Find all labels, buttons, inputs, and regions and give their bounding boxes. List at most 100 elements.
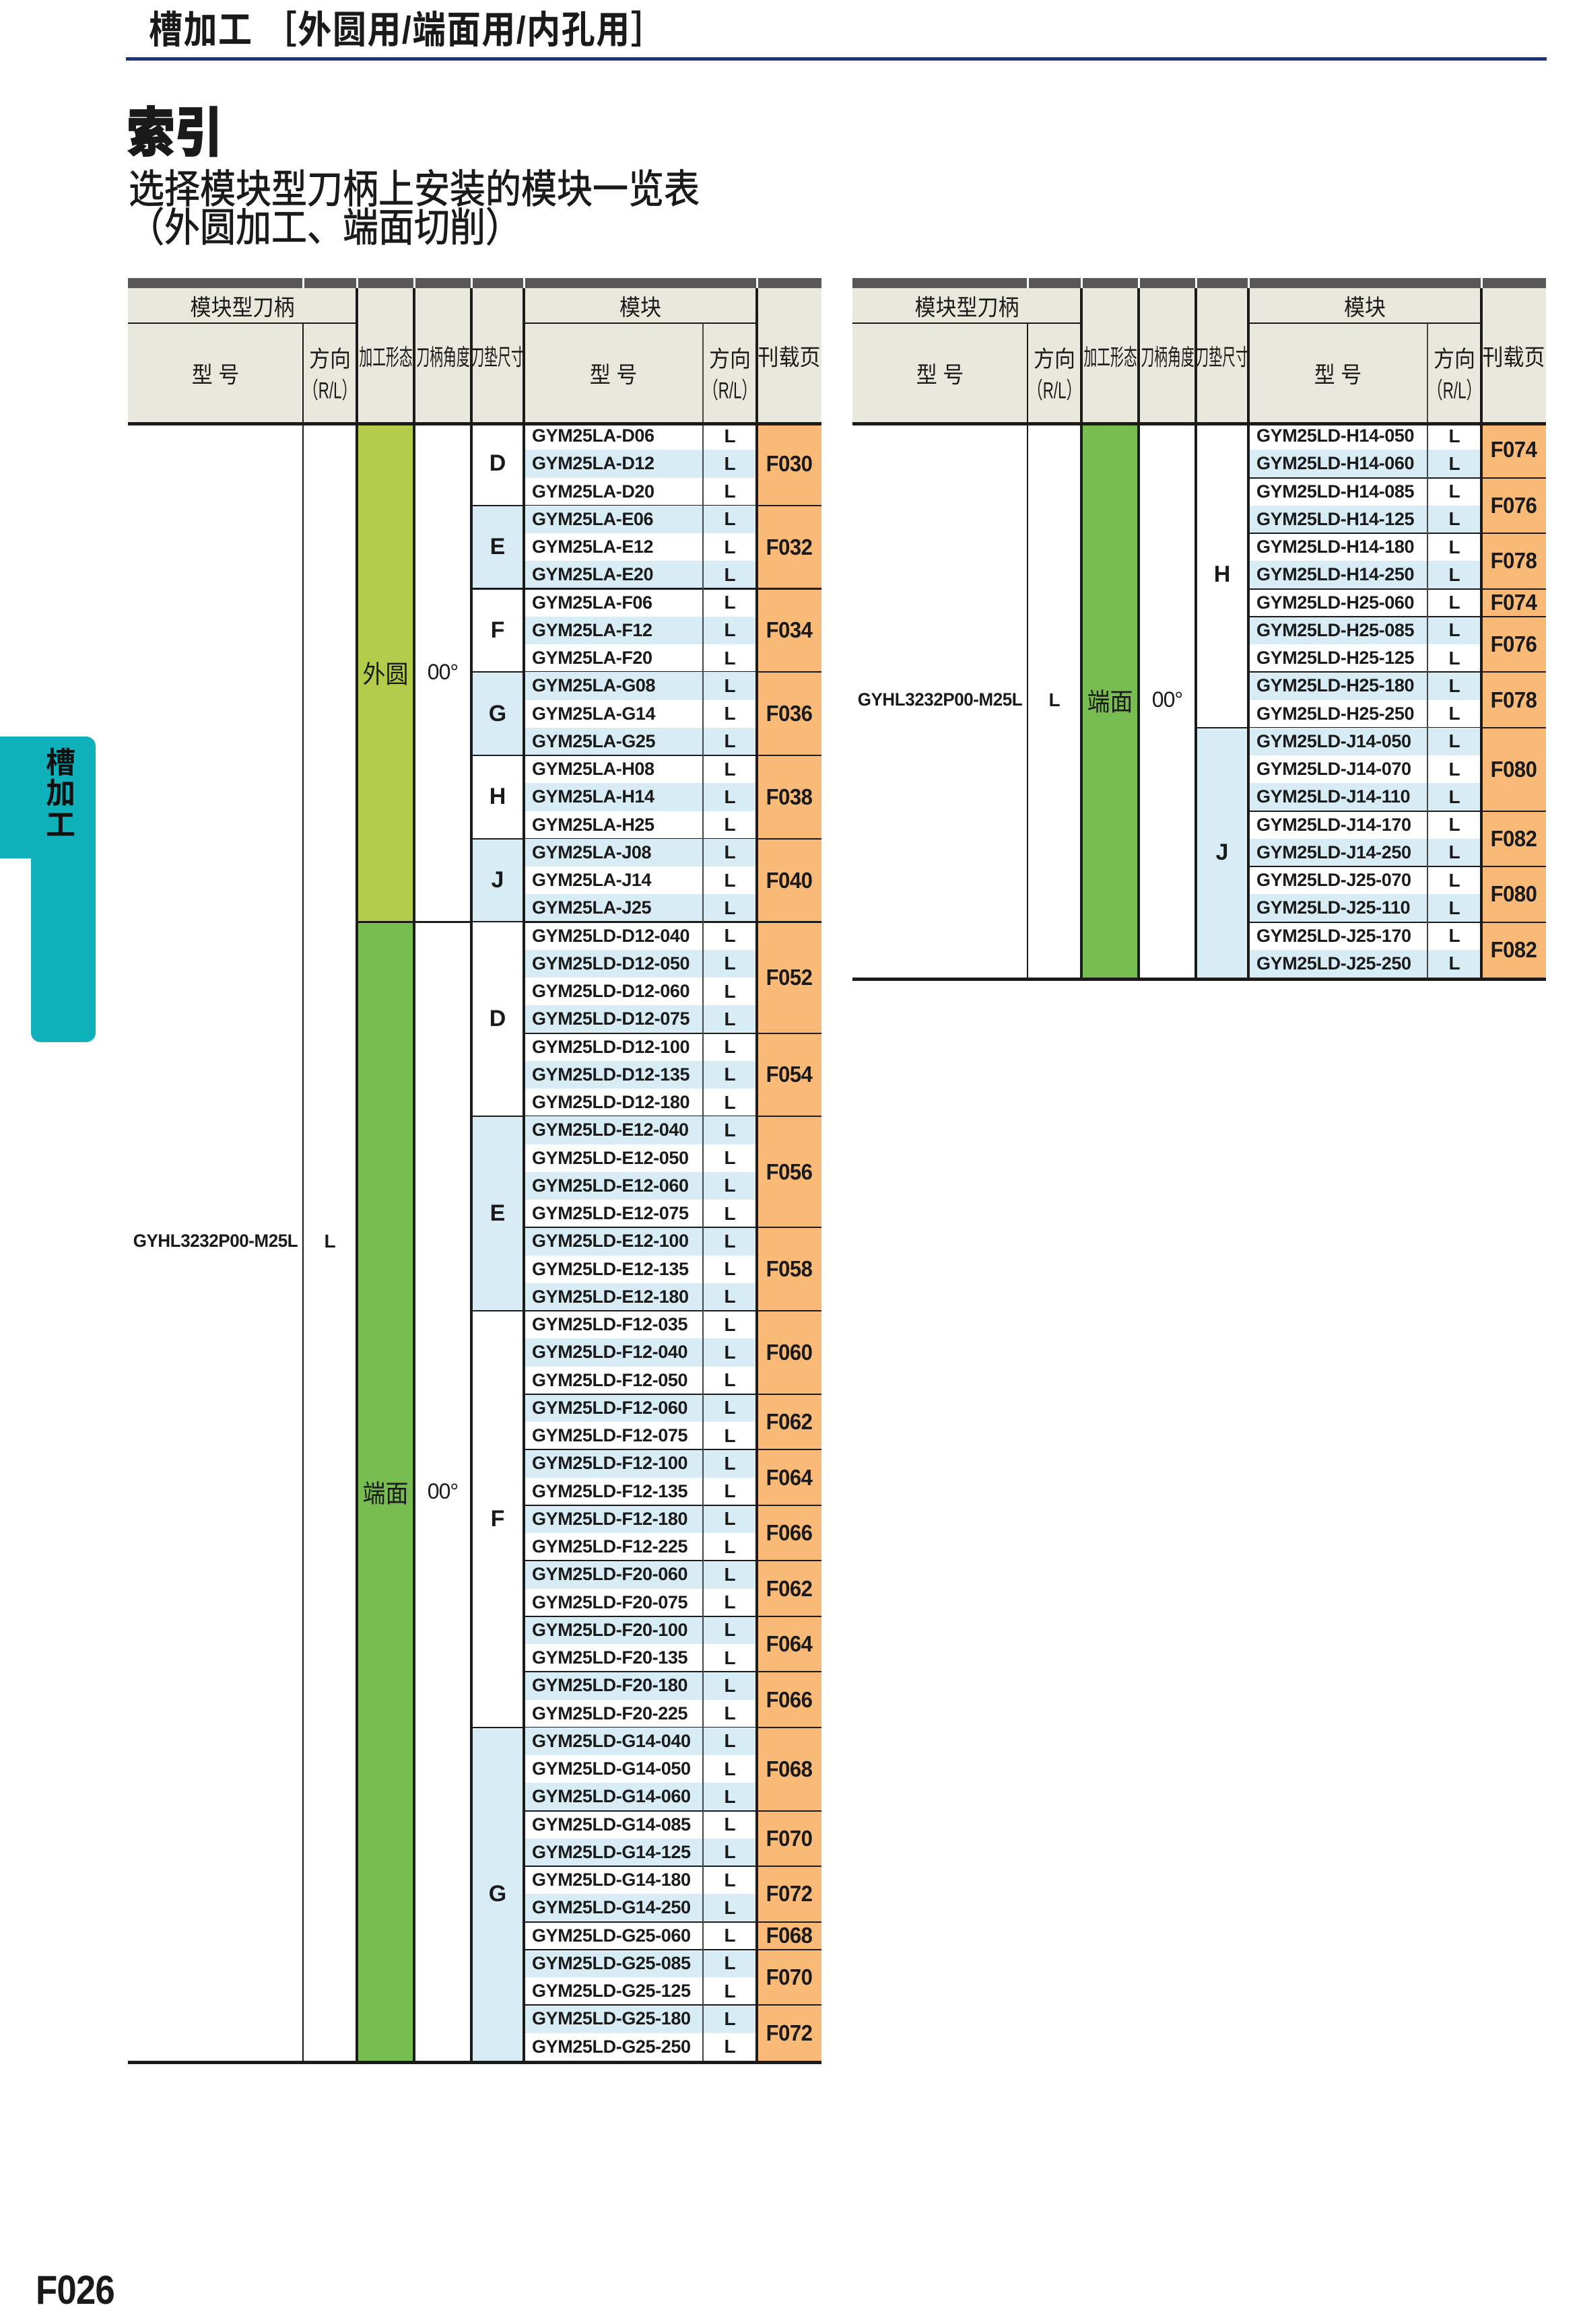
module-direction: L xyxy=(1448,647,1460,669)
module-model: GYM25LD-G14-060 xyxy=(532,1786,691,1807)
side-tab-label: 槽加工 xyxy=(39,746,82,839)
module-model: GYM25LD-D12-180 xyxy=(532,1092,690,1113)
header-holder-group: 模块型刀柄 xyxy=(914,288,1019,322)
module-model: GYM25LD-F12-040 xyxy=(532,1342,688,1363)
page-group-divider xyxy=(524,1393,821,1395)
module-model: GYM25LD-F12-035 xyxy=(532,1314,688,1335)
module-model: GYM25LD-F12-225 xyxy=(532,1536,688,1557)
module-model: GYM25LD-F12-060 xyxy=(532,1397,688,1418)
header-holder-angle-label: 刀柄角度 xyxy=(415,338,470,372)
header-direction-line2: （R/L） xyxy=(1028,371,1081,405)
header-pad-size: 刀垫尺寸 xyxy=(471,281,524,429)
header-holder-direction: 方向（R/L） xyxy=(303,318,357,428)
module-direction: L xyxy=(724,1036,736,1058)
module-direction: L xyxy=(1448,786,1460,807)
row-stripe xyxy=(524,505,757,533)
module-direction: L xyxy=(724,1925,736,1946)
module-model: GYM25LD-G14-125 xyxy=(532,1841,691,1862)
page-group-divider xyxy=(524,1227,821,1229)
row-stripe xyxy=(1248,949,1481,978)
table-top-bar-gap xyxy=(471,278,473,288)
module-direction: L xyxy=(1448,814,1460,835)
module-model: GYM25LD-F20-060 xyxy=(532,1564,688,1585)
module-direction: L xyxy=(724,869,736,891)
page-group-divider xyxy=(524,1560,821,1562)
header-direction-line1: 方向 xyxy=(309,340,351,374)
module-model: GYM25LD-H14-125 xyxy=(1256,508,1415,529)
row-stripe xyxy=(524,2005,757,2033)
page-ref-value: F052 xyxy=(766,965,813,990)
machining-form-label: 端面 xyxy=(362,1473,409,1510)
header-module-direction: 方向（R/L） xyxy=(1427,318,1481,428)
row-stripe xyxy=(1248,450,1481,478)
module-model: GYM25LA-E20 xyxy=(532,564,654,585)
module-model: GYM25LA-G14 xyxy=(532,703,656,724)
row-stripe xyxy=(524,838,757,866)
module-model: GYM25LA-G25 xyxy=(532,730,656,751)
module-model: GYM25LD-E12-180 xyxy=(532,1286,689,1307)
table-top-bar-gap xyxy=(1481,278,1483,288)
module-direction: L xyxy=(1448,481,1460,502)
page-ref-value: F040 xyxy=(766,867,813,893)
machining-form-label: 端面 xyxy=(1087,681,1133,718)
module-direction: L xyxy=(1448,675,1460,696)
table-top-bar-gap xyxy=(356,278,358,288)
header-machining-form-label: 加工形态 xyxy=(358,338,413,372)
module-direction: L xyxy=(724,758,736,780)
page-ref-value: F054 xyxy=(766,1062,813,1087)
page-ref-value: F064 xyxy=(766,1631,813,1656)
module-model: GYM25LA-H08 xyxy=(532,759,654,780)
machining-form-cell xyxy=(358,422,413,922)
module-direction: L xyxy=(724,425,736,446)
module-direction: L xyxy=(724,1258,736,1280)
header-module-model: 型 号 xyxy=(1314,355,1362,389)
row-stripe xyxy=(1248,616,1481,644)
row-stripe xyxy=(524,1227,757,1256)
page-group-divider xyxy=(524,1615,821,1617)
row-stripe xyxy=(524,1894,757,1922)
module-model: GYM25LD-G14-085 xyxy=(532,1814,691,1835)
module-direction: L xyxy=(724,1814,736,1835)
module-model: GYM25LD-E12-075 xyxy=(532,1203,689,1224)
module-model: GYM25LA-J14 xyxy=(532,870,652,891)
module-direction: L xyxy=(724,1841,736,1863)
module-direction: L xyxy=(724,925,736,947)
page-ref-value: F060 xyxy=(766,1339,813,1365)
module-direction: L xyxy=(724,619,736,641)
page-ref-value: F082 xyxy=(1490,936,1537,962)
row-stripe xyxy=(1248,838,1481,866)
pad-size-cell xyxy=(473,588,523,673)
header-machining-form: 加工形态 xyxy=(357,281,414,429)
page-ref-value: F056 xyxy=(766,1159,813,1184)
table-top-bar-gap xyxy=(1248,278,1250,288)
pad-size-value: D xyxy=(489,450,506,477)
module-direction: L xyxy=(724,1785,736,1807)
pad-size-cell xyxy=(1197,727,1247,978)
module-model: GYM25LD-G14-040 xyxy=(532,1730,691,1751)
module-direction: L xyxy=(724,1341,736,1363)
module-model: GYM25LD-E12-050 xyxy=(532,1147,689,1168)
row-stripe xyxy=(524,1449,757,1478)
module-direction: L xyxy=(724,1425,736,1446)
module-model: GYM25LA-G08 xyxy=(532,675,656,696)
pad-size-value: G xyxy=(488,1880,507,1907)
module-direction: L xyxy=(724,1869,736,1890)
module-direction: L xyxy=(724,592,736,613)
module-direction: L xyxy=(1448,730,1460,752)
page-group-divider xyxy=(524,1921,821,1923)
row-stripe xyxy=(524,1561,757,1589)
holder-direction: L xyxy=(324,1230,336,1252)
row-stripe xyxy=(524,616,757,644)
row-stripe xyxy=(524,1283,757,1311)
module-direction: L xyxy=(724,452,736,474)
module-model: GYM25LD-H14-050 xyxy=(1256,425,1415,446)
page-ref-value: F080 xyxy=(1490,756,1537,782)
module-direction: L xyxy=(1448,452,1460,474)
header-holder-angle-label: 刀柄角度 xyxy=(1140,338,1195,372)
module-direction: L xyxy=(724,1563,736,1585)
module-direction: L xyxy=(724,730,736,752)
header-holder-direction: 方向（R/L） xyxy=(1028,318,1081,428)
pad-group-divider xyxy=(471,754,821,757)
row-stripe xyxy=(1248,727,1481,755)
module-model: GYM25LD-F12-075 xyxy=(532,1425,688,1446)
